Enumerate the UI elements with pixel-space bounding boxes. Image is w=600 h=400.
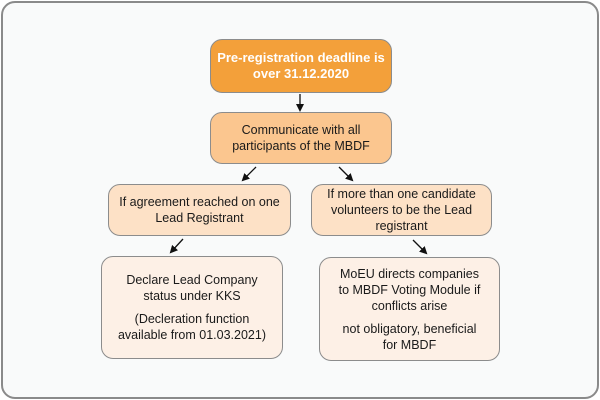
node-text-line: Communicate with all bbox=[241, 123, 361, 137]
node-text-line: If more than one candidate bbox=[327, 187, 476, 201]
node-moeu-voting-module: MoEU directs companies to MBDF Voting Mo… bbox=[319, 257, 500, 361]
node-declare-lead-company: Declare Lead Company status under KKS (D… bbox=[101, 256, 283, 359]
node-text-line: to MBDF Voting Module if bbox=[338, 282, 481, 297]
node-text-line: (Decleration function bbox=[134, 312, 250, 326]
node-text-line: over 31.12.2020 bbox=[252, 66, 350, 81]
node-text-line: Lead Registrant bbox=[155, 211, 244, 225]
node-agreement-reached: If agreement reached on one Lead Registr… bbox=[108, 184, 291, 236]
node-text-line: If agreement reached on one bbox=[119, 195, 280, 209]
node-text-line: status under KKS bbox=[143, 289, 241, 303]
node-text-line: MoEU directs companies bbox=[340, 266, 479, 281]
node-communicate-participants: Communicate with all participants of the… bbox=[210, 112, 392, 164]
node-text-line: Pre-registration deadline is bbox=[217, 50, 385, 65]
node-text-line: available from 01.03.2021) bbox=[117, 328, 266, 342]
node-text-line: Declare Lead Company bbox=[126, 273, 258, 287]
node-text-line: volunteers to be the Lead bbox=[330, 203, 473, 217]
node-text-line: participants of the MBDF bbox=[232, 139, 370, 153]
node-text-line: for MBDF bbox=[382, 337, 437, 352]
node-text-line: conflicts arise bbox=[371, 298, 448, 313]
node-text-line: registrant bbox=[375, 219, 428, 233]
node-multiple-candidates: If more than one candidate volunteers to… bbox=[311, 184, 492, 236]
node-preregistration-deadline: Pre-registration deadline is over 31.12.… bbox=[210, 39, 392, 93]
node-text-line: not obligatory, beneficial bbox=[342, 321, 477, 336]
